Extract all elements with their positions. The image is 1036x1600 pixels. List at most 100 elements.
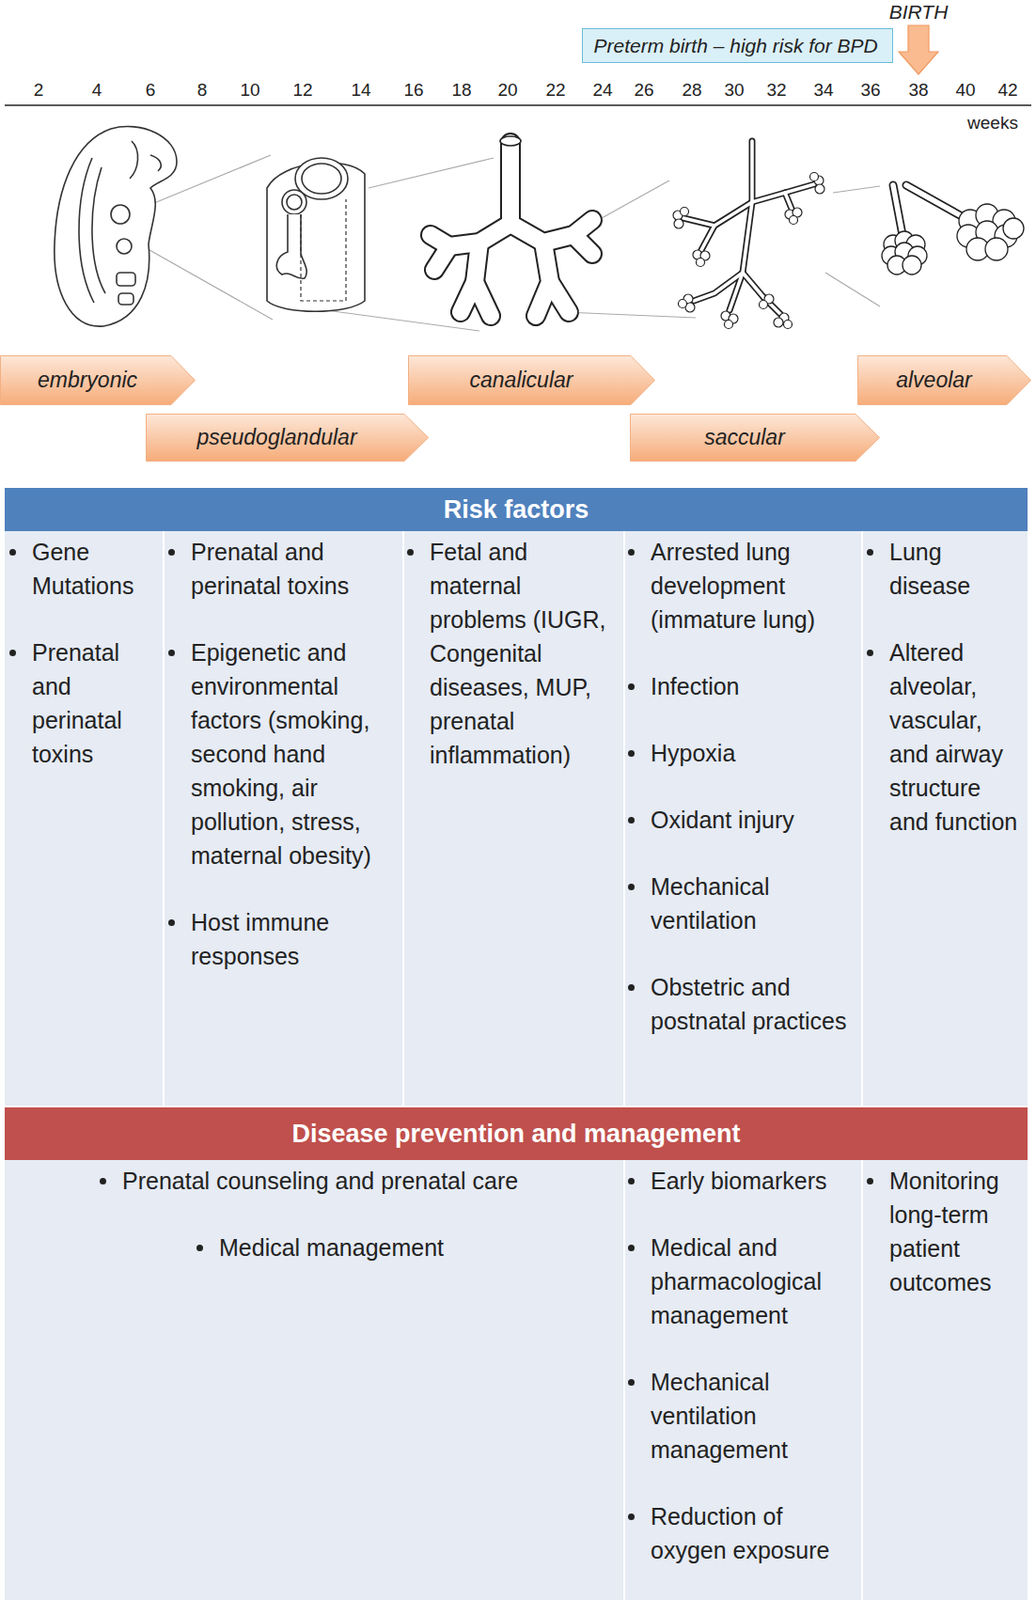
alveoli-drawing-part-part xyxy=(985,237,1008,261)
bullet-item: Obstetric and postnatal practices xyxy=(650,970,854,1038)
embryo-drawing xyxy=(54,126,177,328)
alveoli-drawing-part-part xyxy=(902,255,922,275)
stage-arrow: pseudoglandular xyxy=(145,413,429,462)
arrow-fill xyxy=(630,414,880,462)
embryo-drawing-part xyxy=(129,141,139,179)
bullet-dot xyxy=(9,649,16,657)
stage-name: alveolar xyxy=(895,367,973,393)
bullet-dot xyxy=(9,549,16,556)
timeline-axis xyxy=(4,104,1032,107)
arrow-label-box: saccular xyxy=(633,413,856,462)
foregut-drawing-part xyxy=(276,214,307,279)
stage-name: embryonic xyxy=(37,367,138,393)
bullet-item: Prenatal and perinatal toxins xyxy=(31,635,156,771)
saccule-drawing-part xyxy=(673,172,825,330)
bullet-dot xyxy=(627,1177,635,1185)
bullet-dot xyxy=(407,549,414,556)
bullet-list: Arrested lung development (immature lung… xyxy=(625,534,862,1071)
bullet-dot xyxy=(627,1379,635,1386)
leader-lines-part xyxy=(825,272,880,307)
bullet-item: Gene Mutations xyxy=(31,534,156,603)
stage-name: pseudoglandular xyxy=(196,424,357,451)
bullet-list: Early biomarkersMedical and pharmacologi… xyxy=(625,1163,862,1600)
week-number: 30 xyxy=(723,79,744,101)
saccule-drawing-part-part xyxy=(815,184,825,194)
bullet-item: Hypoxia xyxy=(650,736,854,770)
bullet-dot xyxy=(627,1244,635,1252)
bullet-list: Prenatal counseling and prenatal careMed… xyxy=(4,1163,624,1298)
saccule-drawing-part-part xyxy=(784,320,793,330)
bullet-text: Epigenetic and environmental factors (sm… xyxy=(190,635,395,873)
bullet-item: Epigenetic and environmental factors (sm… xyxy=(190,635,395,873)
branching-airway-drawing-part xyxy=(430,142,593,316)
embryo-drawing-part xyxy=(92,167,106,294)
week-number: 36 xyxy=(860,79,880,101)
list-panel: Arrested lung development (immature lung… xyxy=(625,531,862,1106)
bullet-dot xyxy=(168,549,175,556)
bullet-list: Fetal and maternal problems (IUGR, Conge… xyxy=(404,534,624,805)
bullet-dot xyxy=(627,883,635,891)
leader-lines-part xyxy=(601,180,670,219)
arrow-fill xyxy=(858,356,1032,406)
week-number: 8 xyxy=(197,79,208,101)
box-text: Preterm birth – high risk for BPD xyxy=(594,34,879,58)
bullet-text: Prenatal and perinatal toxins xyxy=(31,635,156,771)
list-panel: Prenatal counseling and prenatal careMed… xyxy=(4,1160,624,1600)
bullet-text: Obstetric and postnatal practices xyxy=(650,970,854,1038)
saccule-drawing-part xyxy=(683,141,815,314)
arrow-label-box: alveolar xyxy=(861,355,1007,406)
saccule-drawing-part-part xyxy=(789,216,799,225)
alveoli-drawing-part xyxy=(881,204,1024,275)
week-number: 16 xyxy=(403,79,424,101)
bullet-item: Early biomarkers xyxy=(650,1163,854,1198)
bullet-text: Altered alveolar, vascular, and airway s… xyxy=(889,635,1021,839)
bullet-list: Lung diseaseAltered alveolar, vascular, … xyxy=(863,534,1028,872)
list-panel: Fetal and maternal problems (IUGR, Conge… xyxy=(404,531,624,1106)
leader-lines-part xyxy=(564,312,696,318)
foregut-drawing-part xyxy=(266,162,365,312)
stage-arrow: embryonic xyxy=(0,355,196,406)
list-panel: Prenatal and perinatal toxinsEpigenetic … xyxy=(164,531,403,1106)
week-number: 40 xyxy=(955,79,975,101)
embryo-drawing-part xyxy=(118,293,134,305)
header-text: Risk factors xyxy=(443,495,590,525)
week-number: 6 xyxy=(145,79,157,101)
leader-lines-part xyxy=(142,246,273,320)
week-number: 14 xyxy=(350,79,371,101)
week-number: 2 xyxy=(33,79,45,101)
bullet-text: Medical management xyxy=(219,1230,616,1265)
week-number: 4 xyxy=(92,79,103,101)
bullet-dot xyxy=(627,683,635,691)
bullet-text: Prenatal counseling and prenatal care xyxy=(122,1163,616,1198)
foregut-drawing-part xyxy=(282,189,307,215)
bullet-dot xyxy=(196,1244,204,1252)
bullet-item: Oxidant injury xyxy=(650,802,854,837)
bullet-item: Host immune responses xyxy=(190,905,395,974)
arrow-label-box: pseudoglandular xyxy=(149,413,405,462)
branching-airway-drawing xyxy=(430,136,593,316)
week-number: 24 xyxy=(592,79,613,101)
list-panel: Monitoring long-term patient outcomes xyxy=(863,1160,1028,1600)
bullet-item: Fetal and maternal problems (IUGR, Conge… xyxy=(429,534,616,772)
week-number: 26 xyxy=(633,79,654,101)
week-number: 34 xyxy=(813,79,833,101)
foregut-drawing-part xyxy=(300,199,346,301)
alveoli-drawing-part-part xyxy=(1003,218,1024,239)
axis-unit: weeks xyxy=(967,112,1019,134)
bullet-item: Prenatal and perinatal toxins xyxy=(190,534,395,603)
list-panel: Early biomarkersMedical and pharmacologi… xyxy=(625,1160,862,1600)
bullet-text: Lung disease xyxy=(889,534,1021,603)
embryo-drawing-part xyxy=(110,204,130,224)
foregut-drawing xyxy=(266,157,365,312)
week-number: 10 xyxy=(239,79,260,101)
stage-arrow: canalicular xyxy=(408,355,656,406)
bullet-dot xyxy=(866,649,874,657)
saccule-drawing-part-part xyxy=(759,300,769,310)
week-number: 22 xyxy=(545,79,566,101)
bullet-item: Mechanical ventilation xyxy=(650,869,854,938)
bullet-dot xyxy=(627,1513,635,1521)
bullet-text: Early biomarkers xyxy=(650,1163,854,1198)
bullet-text: Fetal and maternal problems (IUGR, Conge… xyxy=(429,534,616,772)
saccule-drawing xyxy=(673,141,825,330)
embryo-drawing-part xyxy=(54,126,177,328)
